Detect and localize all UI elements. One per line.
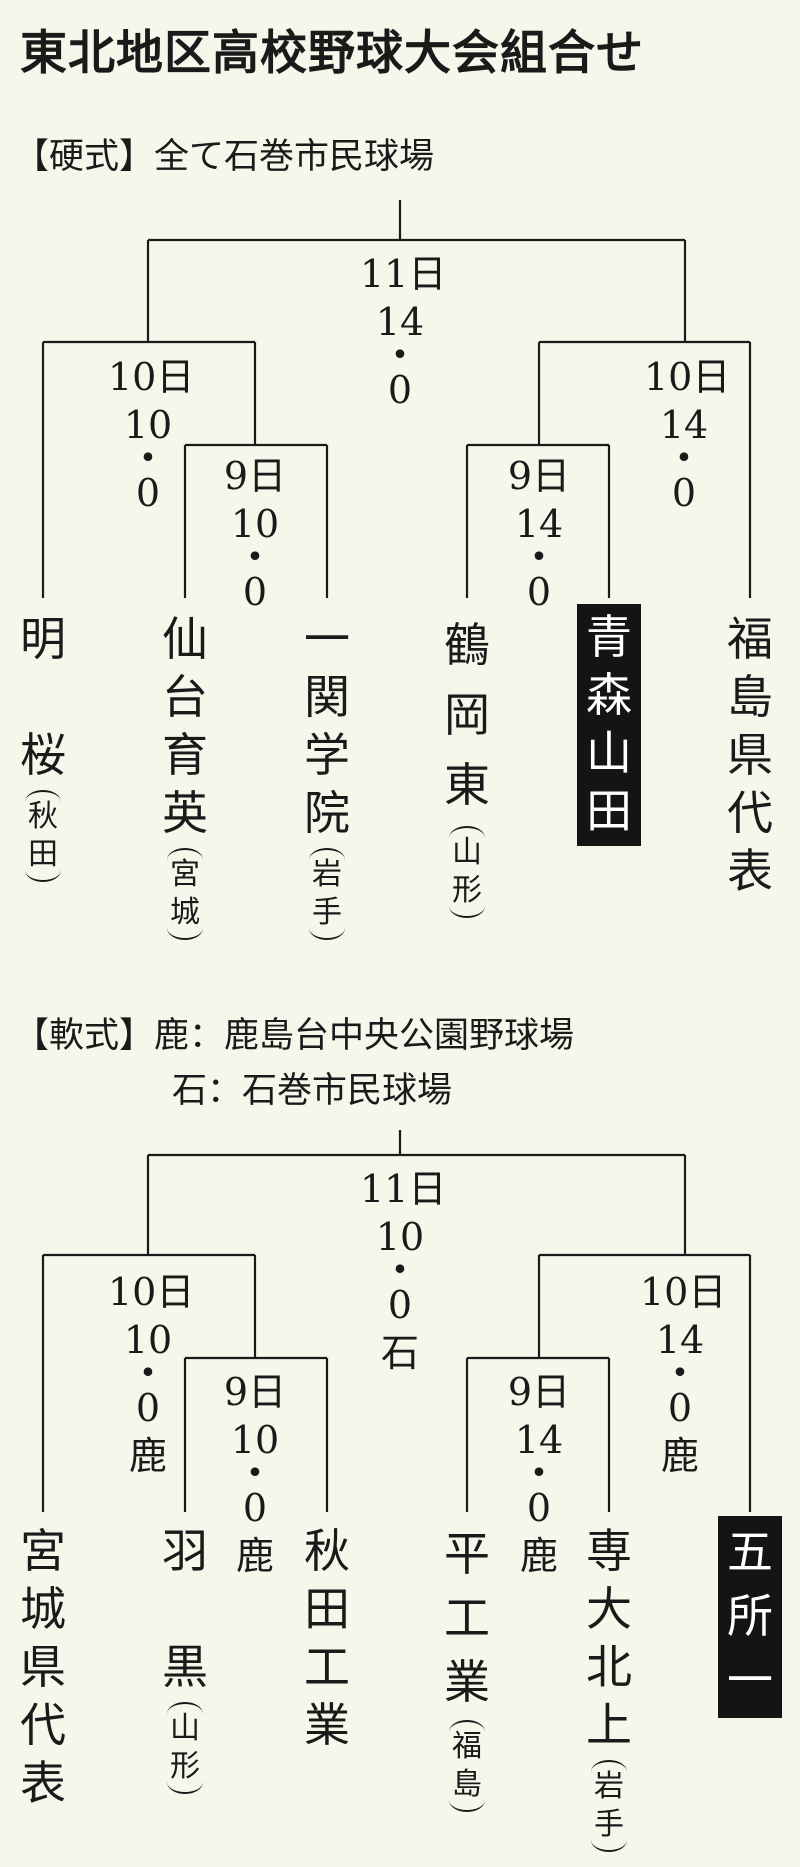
soft-semi-left-score: 10日 10 • 0 鹿 — [108, 1270, 195, 1478]
team-region: 岩手 — [591, 1760, 627, 1852]
team-tsuruoka-higashi: 鶴 岡 東 山形 — [437, 610, 497, 918]
team-region: 秋田 — [25, 790, 61, 882]
soft-qf-right-score: 9日 14 • 0 鹿 — [507, 1370, 571, 1578]
team-taira-kogyo: 平 工 業 福島 — [437, 1522, 497, 1812]
team-aomori-yamada: 青森山田 — [577, 604, 641, 846]
soft-label: 【軟式】 — [14, 1016, 155, 1056]
team-region: 岩手 — [309, 848, 345, 940]
soft-qf-left-score: 9日 10 • 0 鹿 — [223, 1370, 287, 1578]
page-title: 東北地区高校野球大会組合せ — [20, 26, 644, 81]
team-goshogawara-ichi: 五 所 一 — [718, 1516, 782, 1718]
team-region: 福島 — [449, 1720, 485, 1812]
soft-semi-right-score: 10日 14 • 0 鹿 — [640, 1270, 727, 1478]
team-haguro: 羽 黒 山形 — [155, 1522, 215, 1794]
team-region: 山形 — [449, 826, 485, 918]
hard-semi-right-score: 10日 14 • 0 — [644, 355, 731, 515]
hard-label: 【硬式】 — [14, 137, 155, 177]
team-meio: 明 桜 秋田 — [13, 610, 73, 882]
team-miyagi-rep: 宮城県代表 — [20, 1524, 66, 1810]
hard-qf-right-score: 9日 14 • 0 — [507, 454, 571, 614]
team-region: 山形 — [167, 1702, 203, 1794]
hard-venue: 全て石巻市民球場 — [154, 137, 435, 177]
hard-venue-line: 【硬式】全て石巻市民球場 — [14, 128, 434, 179]
hard-semi-left-score: 10日 10 • 0 — [108, 355, 195, 515]
soft-venue-line-1: 【軟式】鹿：鹿島台中央公園野球場 — [14, 1007, 574, 1058]
soft-venue-1: 鹿：鹿島台中央公園野球場 — [154, 1016, 575, 1056]
soft-final-score: 11日 10 • 0 石 — [360, 1167, 447, 1375]
team-sendai-kitakami: 専大北上 岩手 — [579, 1522, 639, 1852]
team-fukushima-rep: 福島県代表 — [727, 612, 773, 898]
soft-venue-2: 石：石巻市民球場 — [172, 1071, 453, 1111]
hard-bracket-lines — [41, 200, 752, 598]
team-akita-kogyo: 秋田工業 — [304, 1524, 350, 1752]
soft-venue-line-2: 石：石巻市民球場 — [172, 1062, 452, 1113]
hard-qf-left-score: 9日 10 • 0 — [223, 454, 287, 614]
team-sendai-ikuei: 仙台育英 宮城 — [155, 610, 215, 940]
team-ichinoseki-gakuin: 一関学院 岩手 — [297, 610, 357, 940]
hard-final-score: 11日 14 • 0 — [360, 252, 447, 412]
team-region: 宮城 — [167, 848, 203, 940]
